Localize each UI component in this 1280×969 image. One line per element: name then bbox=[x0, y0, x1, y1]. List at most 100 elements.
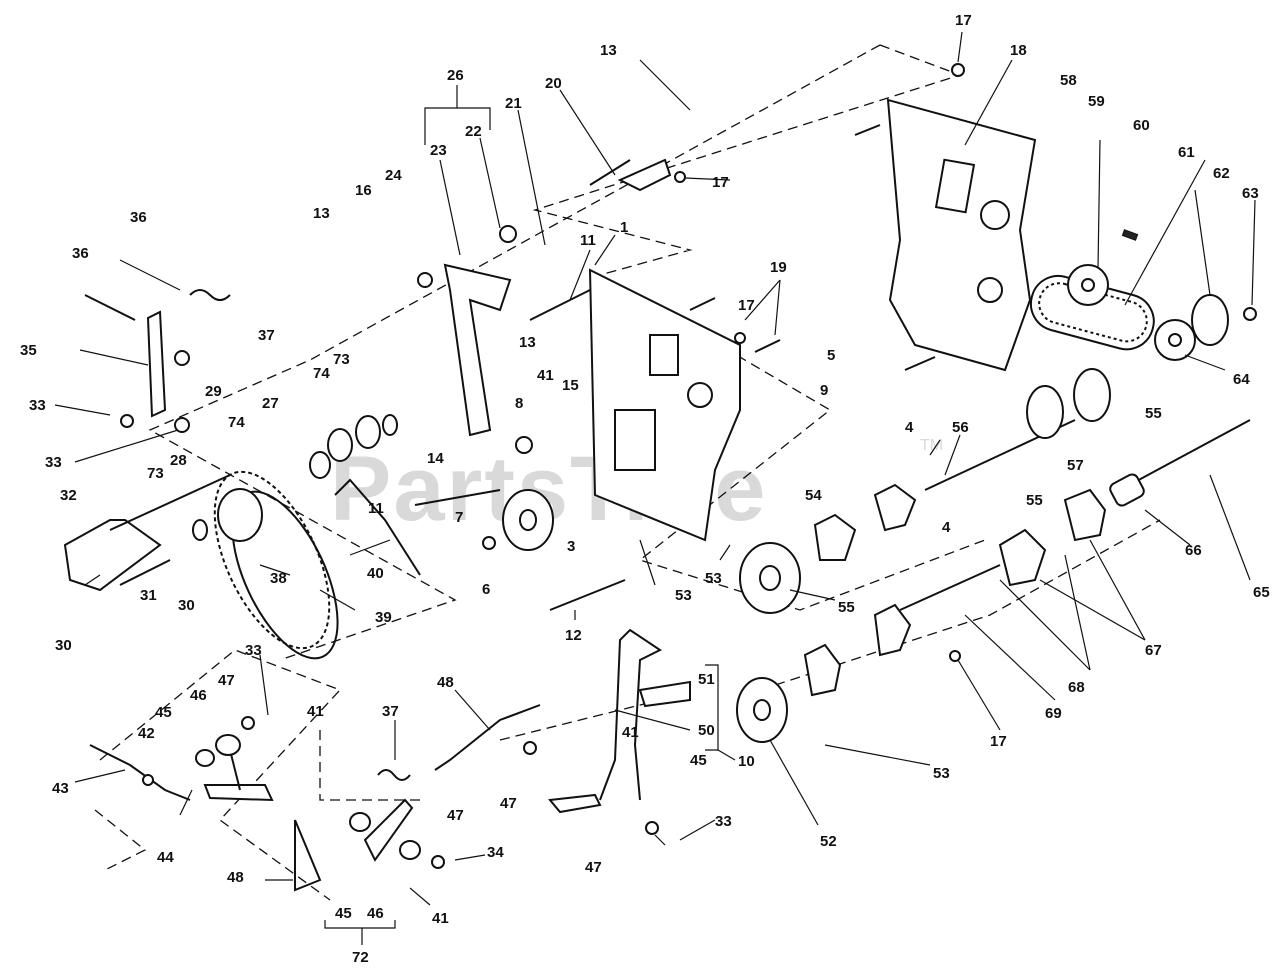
leader-50 bbox=[614, 709, 691, 731]
sprocket-61 bbox=[1067, 264, 1109, 306]
spacer-18 bbox=[854, 124, 881, 136]
leader-64 bbox=[1194, 189, 1211, 296]
lever-34 bbox=[146, 310, 167, 418]
u-joint-67 bbox=[1109, 473, 1145, 507]
leader-33 bbox=[54, 404, 111, 416]
pulley-56 bbox=[739, 542, 801, 614]
washer-47-pedal bbox=[645, 821, 659, 835]
bearing-74-lower bbox=[327, 428, 353, 462]
callout-14: 14 bbox=[427, 450, 444, 467]
leader-68 bbox=[1144, 509, 1191, 546]
leader-11 bbox=[569, 249, 591, 301]
lever-plate-46-lower bbox=[363, 798, 414, 862]
callout-68: 66 bbox=[1185, 542, 1202, 559]
callout-33b: 33 bbox=[245, 642, 262, 659]
pedal-arm-50 bbox=[599, 628, 662, 801]
guide-line-pedal bbox=[499, 699, 661, 741]
callout-9: 9 bbox=[820, 382, 828, 399]
callout-53: 53 bbox=[705, 570, 722, 587]
shaft-71 bbox=[899, 564, 1001, 611]
callout-55: 55 bbox=[1145, 405, 1162, 422]
leader-69b bbox=[1039, 579, 1146, 641]
leader-52 bbox=[769, 739, 819, 826]
callout-41b: 41 bbox=[307, 703, 324, 720]
callout-31: 32 bbox=[60, 487, 77, 504]
center-plate-hole bbox=[687, 382, 713, 408]
pulley-upper bbox=[1026, 385, 1064, 439]
callout-43: 43 bbox=[52, 780, 69, 797]
leader-70b bbox=[999, 579, 1091, 671]
callout-30: 30 bbox=[55, 637, 72, 654]
callout-23: 24 bbox=[385, 167, 402, 184]
leader-1 bbox=[594, 234, 616, 266]
spacer-25 bbox=[309, 451, 331, 479]
callout-69: 67 bbox=[1145, 642, 1162, 659]
callout-1: 1 bbox=[620, 219, 628, 236]
leader-17 bbox=[957, 31, 963, 63]
leader-47 bbox=[654, 834, 666, 846]
callout-33d: 34 bbox=[487, 844, 504, 861]
callout-7: 7 bbox=[455, 509, 463, 526]
drive-shaft-67 bbox=[1119, 419, 1251, 491]
shafts bbox=[84, 289, 1251, 611]
callout-40: 40 bbox=[367, 565, 384, 582]
callout-32: 33 bbox=[45, 454, 62, 471]
bracket-72 bbox=[324, 920, 396, 929]
rod-49 bbox=[434, 704, 541, 771]
callout-47: 47 bbox=[218, 672, 235, 689]
callout-49: 48 bbox=[437, 674, 454, 691]
leader-69 bbox=[1089, 539, 1146, 641]
callout-41c: 41 bbox=[622, 724, 639, 741]
rod-43-44 bbox=[89, 744, 191, 801]
callout-3: 3 bbox=[567, 538, 575, 555]
callout-15: 15 bbox=[562, 377, 579, 394]
rod-48 bbox=[294, 819, 322, 892]
callout-25: 27 bbox=[262, 395, 279, 412]
leader-71 bbox=[964, 614, 1056, 701]
pulley-52 bbox=[736, 677, 788, 743]
bolt-35 bbox=[84, 294, 136, 321]
nut-17-lower bbox=[949, 650, 961, 662]
lever-plate-46 bbox=[203, 784, 274, 802]
bushing-31 bbox=[174, 417, 190, 433]
bearing-stack bbox=[192, 414, 398, 541]
leader-18 bbox=[744, 279, 781, 321]
leader-61 bbox=[1097, 139, 1101, 269]
callout-45: 45 bbox=[155, 704, 172, 721]
callout-73b: 73 bbox=[147, 465, 164, 482]
callout-29: 31 bbox=[140, 587, 157, 604]
leader-2 bbox=[964, 59, 1013, 146]
callout-58: 55 bbox=[1026, 492, 1043, 509]
callout-59: 57 bbox=[1067, 457, 1084, 474]
leader-70 bbox=[1064, 554, 1091, 671]
leader-65 bbox=[1251, 199, 1256, 306]
callout-66: 64 bbox=[1233, 371, 1250, 388]
spacer-18-mid bbox=[689, 297, 716, 311]
lever-assembly bbox=[120, 289, 231, 433]
leader-67 bbox=[1209, 474, 1251, 581]
callout-8: 8 bbox=[515, 395, 523, 412]
flange-lower-2 bbox=[803, 643, 842, 697]
callout-52: 52 bbox=[820, 833, 837, 850]
leader-56 bbox=[789, 589, 836, 601]
flange-69-b bbox=[1063, 488, 1107, 542]
callout-13b: 13 bbox=[313, 205, 330, 222]
leader-lines bbox=[54, 31, 1256, 945]
spring-36-upper bbox=[189, 289, 231, 301]
control-rod-40 bbox=[334, 478, 421, 576]
bracket-30 bbox=[63, 519, 162, 592]
plate-hole bbox=[977, 277, 1003, 303]
flange-upper bbox=[873, 483, 917, 532]
pulleys bbox=[502, 368, 1111, 743]
flange-69 bbox=[998, 528, 1047, 587]
leader-33d bbox=[454, 854, 486, 861]
callout-37: 37 bbox=[258, 327, 275, 344]
leader-33c bbox=[679, 819, 716, 841]
spacer-18-right bbox=[754, 339, 781, 353]
belts bbox=[213, 470, 339, 660]
leader-53b bbox=[719, 544, 731, 561]
washer-42 bbox=[142, 774, 154, 786]
callout-61: 59 bbox=[1088, 93, 1105, 110]
bracket-pin-29 bbox=[119, 559, 171, 586]
callout-72: 72 bbox=[352, 949, 369, 966]
